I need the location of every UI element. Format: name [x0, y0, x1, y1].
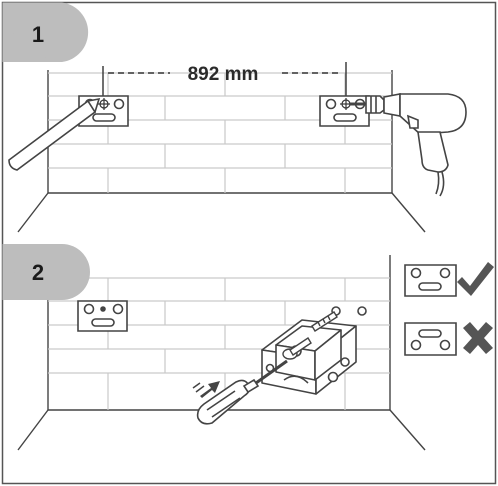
screw-icon-lower — [282, 337, 312, 360]
panel-step-2: 2 — [2, 244, 494, 451]
check-icon — [457, 262, 494, 296]
bracket-wrong-orientation — [404, 322, 457, 356]
junction-box — [261, 319, 357, 395]
step-badge-2: 2 — [2, 244, 90, 300]
legend-correct — [404, 262, 494, 297]
wall-outline-1 — [17, 70, 426, 233]
mounting-bracket-mounted — [77, 300, 128, 332]
bracket-correct-orientation — [404, 264, 457, 297]
motion-arrow-icon — [192, 381, 220, 398]
legend-wrong — [404, 322, 493, 356]
pencil-icon — [8, 97, 101, 171]
screw-icon-upper — [311, 311, 338, 332]
cross-icon — [463, 322, 493, 354]
crosshair-mark-left — [98, 98, 110, 110]
dimension-label: 892 mm — [188, 64, 259, 85]
panel-step-1: 1 892 mm — [2, 2, 467, 233]
step-badge-1: 1 — [2, 2, 89, 62]
wall-holes — [331, 306, 367, 316]
step-number-1: 1 — [32, 22, 44, 47]
brick-pattern-1 — [48, 72, 392, 193]
drill-icon — [350, 93, 467, 197]
step-number-2: 2 — [32, 260, 44, 285]
screwdriver-icon — [196, 359, 288, 425]
